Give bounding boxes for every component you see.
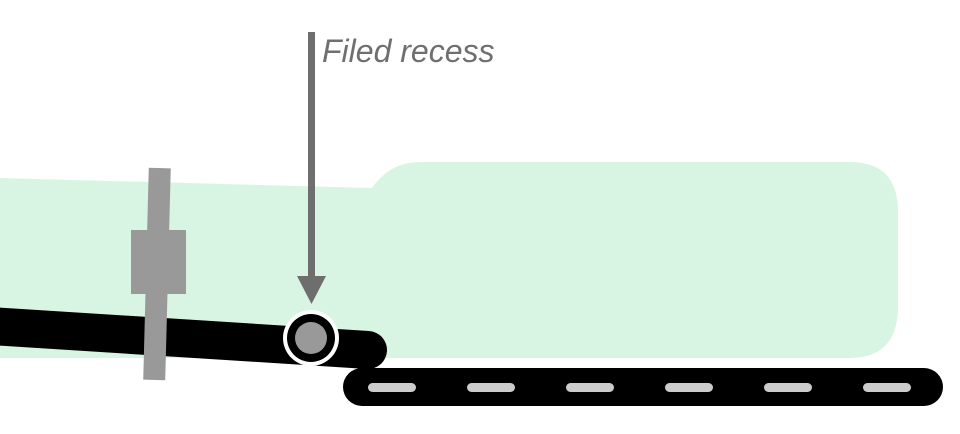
- rail-dash: [764, 383, 812, 392]
- horizontal-rail: [343, 368, 943, 406]
- clip: [131, 167, 186, 381]
- pin-core: [295, 322, 327, 354]
- rail-dash: [665, 383, 713, 392]
- green-body-shape: [0, 162, 898, 358]
- arrow-shaft: [308, 32, 315, 278]
- pin: [283, 310, 339, 366]
- annotation-label: Filed recess: [322, 33, 495, 69]
- rail-dashes: [368, 383, 911, 392]
- clip-block: [131, 230, 186, 294]
- rail-dash: [368, 383, 416, 392]
- rail-dash: [863, 383, 911, 392]
- arrow-head: [297, 276, 326, 304]
- rail-dash: [467, 383, 515, 392]
- rail-dash: [566, 383, 614, 392]
- annotation-arrow: [297, 32, 326, 304]
